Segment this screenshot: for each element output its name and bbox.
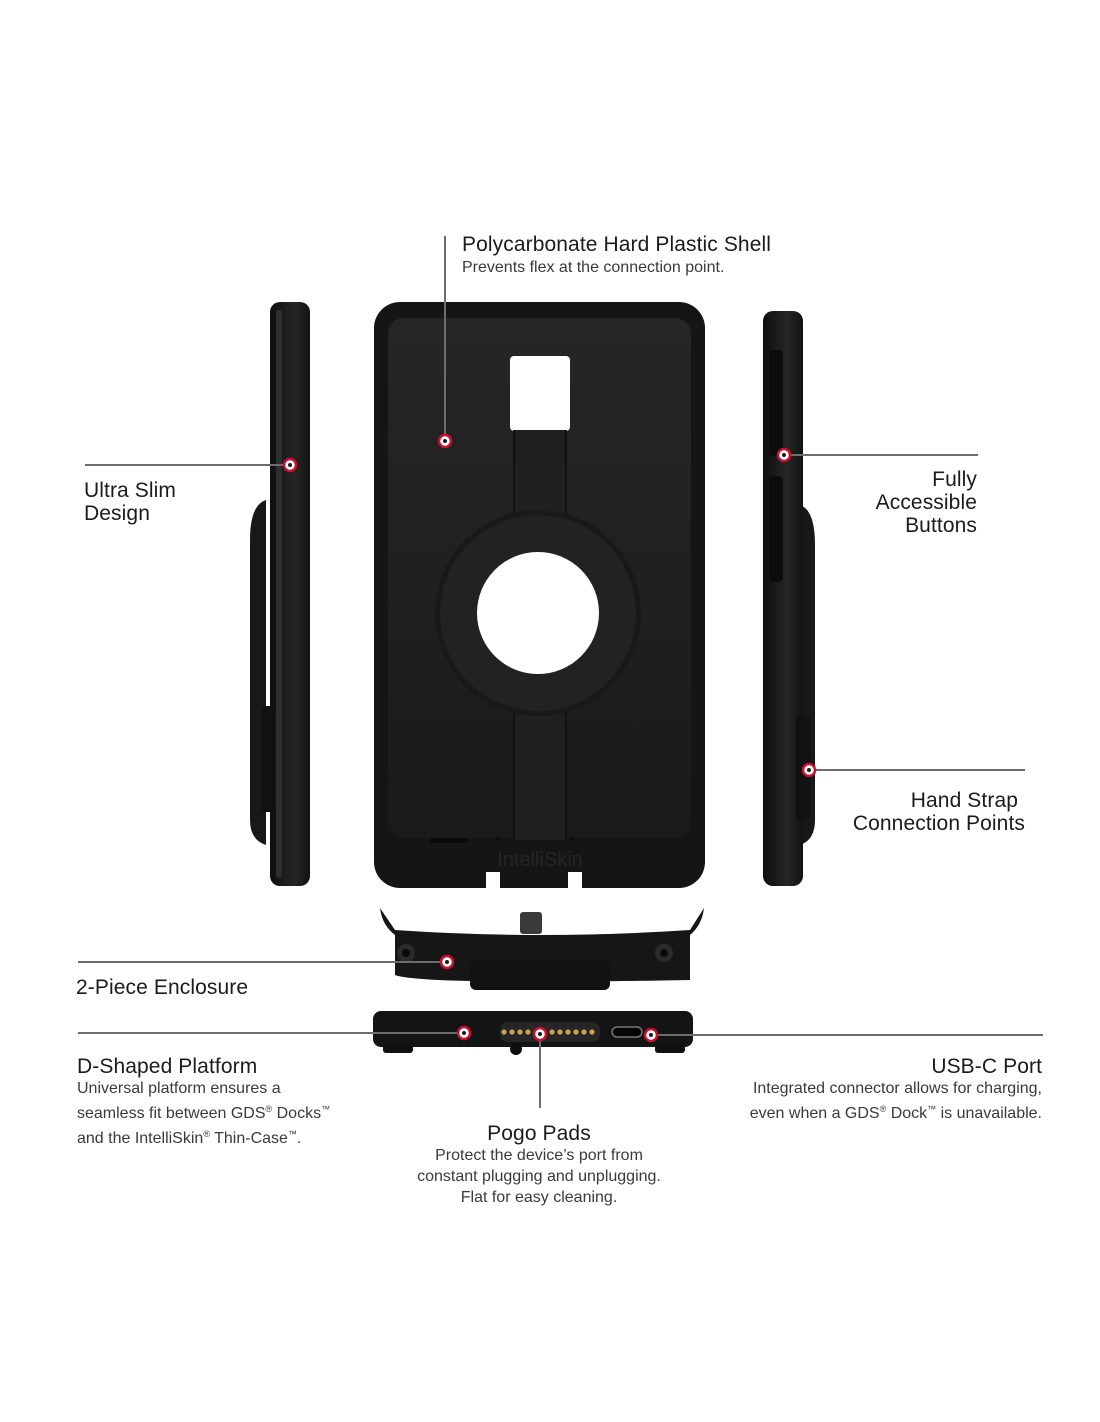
callout-strap-title-line2: Connection Points <box>852 812 1025 835</box>
callout-usbc-title: USB-C Port <box>931 1055 1042 1078</box>
callout-pogo-title: Pogo Pads <box>487 1122 591 1145</box>
callout-platform: D-Shaped Platform Universal platform ens… <box>77 1055 330 1149</box>
callout-pogo-desc-line2: constant plugging and unplugging. <box>417 1168 661 1185</box>
callout-slim: Ultra Slim Design <box>84 479 176 525</box>
callout-strap-title-line1: Hand Strap <box>910 789 1018 812</box>
callout-buttons: Fully Accessible Buttons <box>876 468 977 537</box>
case-brand-text: IntelliSkin <box>497 849 583 871</box>
callout-buttons-title-line2: Accessible <box>875 491 977 514</box>
right-side-profile <box>763 311 815 886</box>
marker-enclosure <box>439 954 455 970</box>
marker-shell <box>437 433 453 449</box>
leader-lines <box>78 236 1043 1108</box>
callout-usbc: USB-C Port Integrated connector allows f… <box>750 1055 1042 1124</box>
marker-pogo <box>532 1026 548 1042</box>
callout-platform-desc-line2: seamless fit between GDS® Docks™ <box>77 1104 331 1122</box>
callout-strap: Hand Strap Connection Points <box>853 789 1025 835</box>
marker-slim <box>282 457 298 473</box>
marker-strap <box>801 762 817 778</box>
d-shaped-platform <box>373 1011 693 1055</box>
callout-platform-desc-line3: and the IntelliSkin® Thin-Case™. <box>77 1129 302 1147</box>
callout-pogo-desc-line3: Flat for easy cleaning. <box>460 1189 618 1206</box>
callout-usbc-desc-line2: even when a GDS® Dock™ is unavailable. <box>749 1104 1042 1122</box>
callout-shell: Polycarbonate Hard Plastic Shell Prevent… <box>462 233 771 278</box>
callout-enclosure: 2-Piece Enclosure <box>76 976 248 999</box>
callout-pogo-desc-line1: Protect the device’s port from <box>435 1147 643 1164</box>
marker-buttons <box>776 447 792 463</box>
callout-buttons-title-line1: Fully <box>932 468 977 491</box>
callout-slim-title-line1: Ultra Slim <box>84 479 177 502</box>
callout-shell-description: Prevents flex at the connection point. <box>462 259 725 276</box>
callout-slim-title-line2: Design <box>84 502 150 525</box>
bottom-connector-piece <box>380 908 704 990</box>
marker-platform <box>456 1025 472 1041</box>
callout-enclosure-title: 2-Piece Enclosure <box>76 976 249 999</box>
callout-shell-title: Polycarbonate Hard Plastic Shell <box>462 233 772 256</box>
callout-buttons-title-line3: Buttons <box>905 514 977 537</box>
left-side-profile <box>250 302 310 886</box>
callout-usbc-desc-line1: Integrated connector allows for charging… <box>752 1080 1042 1097</box>
callout-pogo: Pogo Pads Protect the device’s port from… <box>389 1122 689 1208</box>
callout-markers <box>282 433 817 1043</box>
callout-platform-desc-line1: Universal platform ensures a <box>77 1080 281 1097</box>
marker-usbc <box>643 1027 659 1043</box>
back-shell: IntelliSkin <box>374 302 705 888</box>
callout-platform-title: D-Shaped Platform <box>77 1055 258 1078</box>
